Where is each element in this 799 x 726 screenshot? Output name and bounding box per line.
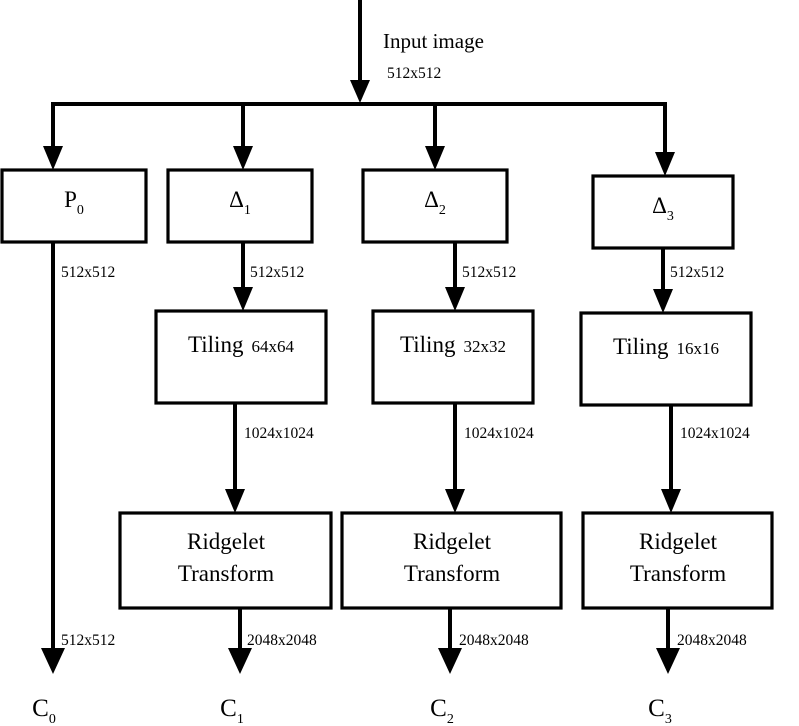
transform-box-3-line1: Ridgelet: [639, 529, 718, 554]
svg-text:P0: P0: [64, 187, 84, 218]
arrowhead-transform3: [661, 489, 681, 513]
stage-box-delta1[interactable]: Δ1: [166, 168, 314, 244]
connector-delta3-tiling3: [653, 248, 673, 313]
arrowhead-to-delta1: [233, 146, 253, 170]
output-node-c2: C2: [430, 695, 454, 726]
output-node-c3: C3: [648, 695, 672, 726]
stage-box-delta3[interactable]: Δ3: [591, 174, 735, 250]
edge-label-output-1: 2048x2048: [247, 632, 317, 649]
transform-box-1-line2: Transform: [178, 561, 274, 586]
tiling-box-3-label: Tiling: [613, 334, 669, 359]
arrowhead-tiling3: [653, 289, 673, 313]
arrowhead-output-c1: [228, 648, 252, 674]
connector-p0-output: [41, 242, 65, 674]
edge-label-output-3: 2048x2048: [677, 632, 747, 649]
arrowhead-tiling1: [233, 287, 253, 311]
output-node-c0: C0: [32, 695, 56, 726]
arrowhead-transform2: [445, 489, 465, 513]
arrowhead-output-c3: [656, 648, 680, 674]
edge-label-stage-to-tiling-1: 512x512: [250, 264, 304, 281]
tiling-box-1-size: 64x64: [251, 337, 294, 356]
connector-tiling1-transform1: [225, 403, 245, 513]
connector-transform1-output: [228, 608, 252, 674]
output-node-c2-sub: 2: [447, 712, 454, 726]
connector-transform2-output: [438, 608, 462, 674]
arrowhead-to-p0: [43, 146, 63, 170]
transform-box-2-line1: Ridgelet: [413, 529, 492, 554]
svg-text:Δ3: Δ3: [652, 193, 674, 224]
transform-box-1[interactable]: Ridgelet Transform: [118, 511, 333, 610]
stage-box-p0[interactable]: P0: [0, 168, 148, 244]
edge-label-output-2: 2048x2048: [459, 632, 529, 649]
connector-tiling2-transform2: [445, 403, 465, 513]
arrowhead-transform1: [225, 489, 245, 513]
tiling-box-3-size: 16x16: [676, 339, 719, 358]
tiling-box-2-size: 32x32: [463, 337, 506, 356]
arrowhead-output-c2: [438, 648, 462, 674]
edge-label-tiling-to-transform-1: 1024x1024: [244, 425, 314, 442]
stage-box-delta1-sub: 1: [244, 203, 251, 218]
transform-box-3[interactable]: Ridgelet Transform: [581, 511, 774, 610]
connector-tiling3-transform3: [661, 405, 681, 513]
edge-label-output-0: 512x512: [61, 632, 115, 649]
output-node-c3-sub: 3: [665, 712, 672, 726]
input-image-size: 512x512: [387, 65, 441, 82]
transform-box-3-line2: Transform: [630, 561, 726, 586]
input-arrow: [350, 0, 370, 103]
tiling-box-2-label: Tiling: [400, 332, 456, 357]
stage-box-delta2[interactable]: Δ2: [361, 168, 509, 244]
stage-box-delta2-label: Δ: [424, 187, 439, 212]
edge-label-tiling-to-transform-2: 1024x1024: [464, 425, 534, 442]
tiling-box-3[interactable]: Tiling 16x16: [579, 311, 753, 407]
svg-text:Δ1: Δ1: [229, 187, 251, 218]
stage-box-p0-sub: 0: [77, 203, 84, 218]
tiling-box-1-label: Tiling: [188, 332, 244, 357]
connector-delta2-tiling2: [445, 242, 465, 311]
output-node-c2-label: C: [430, 695, 447, 722]
edge-label-tiling-to-transform-3: 1024x1024: [680, 425, 750, 442]
arrowhead-to-delta3: [655, 152, 675, 176]
stage-box-delta3-sub: 3: [667, 209, 674, 224]
tiling-box-1[interactable]: Tiling 64x64: [154, 309, 328, 405]
svg-text:Δ2: Δ2: [424, 187, 446, 218]
stage-box-p0-label: P: [64, 187, 77, 212]
connector-delta1-tiling1: [233, 242, 253, 311]
output-node-c0-sub: 0: [49, 712, 56, 726]
tiling-box-2[interactable]: Tiling 32x32: [371, 309, 535, 405]
edge-label-stage-to-tiling-2: 512x512: [462, 264, 516, 281]
output-node-c1-sub: 1: [237, 712, 244, 726]
stage-box-delta2-sub: 2: [439, 203, 446, 218]
transform-box-2[interactable]: Ridgelet Transform: [340, 511, 563, 610]
edge-label-p0-first: 512x512: [61, 264, 115, 281]
input-image-title: Input image: [383, 29, 484, 53]
stage-box-delta3-label: Δ: [652, 193, 667, 218]
stage-box-delta1-label: Δ: [229, 187, 244, 212]
edge-label-stage-to-tiling-3: 512x512: [670, 264, 724, 281]
output-node-c0-label: C: [32, 695, 49, 722]
output-node-c1-label: C: [220, 695, 237, 722]
transform-box-2-line2: Transform: [404, 561, 500, 586]
arrowhead-to-delta2: [425, 146, 445, 170]
transform-box-1-line1: Ridgelet: [187, 529, 266, 554]
arrowhead-input: [350, 80, 370, 103]
fanout-bus: [43, 102, 675, 176]
output-node-c3-label: C: [648, 695, 665, 722]
arrowhead-tiling2: [445, 287, 465, 311]
connector-transform3-output: [656, 608, 680, 674]
output-node-c1: C1: [220, 695, 244, 726]
arrowhead-output-c0: [41, 648, 65, 674]
